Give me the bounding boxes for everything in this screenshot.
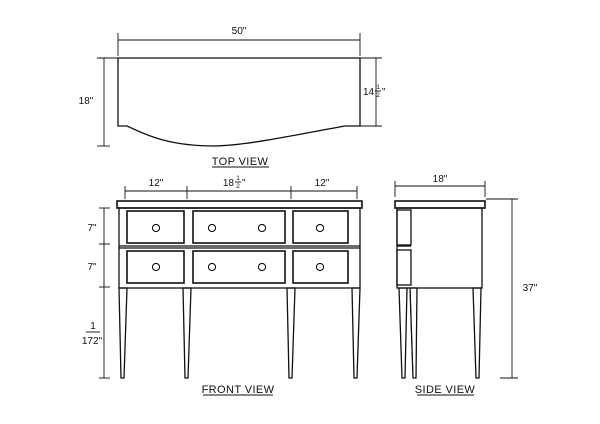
side-height-label: 37" xyxy=(523,283,538,294)
drawer-top-center xyxy=(192,210,286,244)
knob-bottom-center-left xyxy=(207,262,217,272)
side-leg-back xyxy=(472,287,482,379)
top-side-depth-den: 2 xyxy=(376,92,380,99)
side-drawer-front-lower xyxy=(396,249,412,286)
front-leg-4 xyxy=(351,287,361,379)
front-leg-height-rest: 172" xyxy=(82,336,103,347)
front-lower-drawer-height: 7" xyxy=(87,262,97,273)
front-leg-2 xyxy=(182,287,192,379)
side-depth-label: 18" xyxy=(433,174,448,185)
top-view-title: TOP VIEW xyxy=(212,156,269,168)
side-view-title: SIDE VIEW xyxy=(415,384,476,396)
knob-bottom-right xyxy=(315,262,325,272)
side-leg-front-rear xyxy=(409,287,418,379)
front-view-title: FRONT VIEW xyxy=(202,384,275,396)
drawer-bottom-left xyxy=(126,250,185,284)
drawer-bottom-center xyxy=(192,250,286,284)
front-center-width-unit: " xyxy=(242,178,246,189)
tabletop-outline xyxy=(117,57,361,147)
knob-top-center-left xyxy=(207,223,217,233)
top-width-label: 50" xyxy=(232,26,247,37)
side-top-slab xyxy=(394,200,486,209)
front-center-width-whole: 18 xyxy=(223,178,235,189)
front-upper-drawer-height: 7" xyxy=(87,223,97,234)
drawer-bottom-right xyxy=(292,250,349,284)
drawer-top-right xyxy=(292,210,349,244)
knob-top-center-right xyxy=(257,223,267,233)
knob-bottom-left xyxy=(151,262,161,272)
front-right-width-label: 12" xyxy=(315,178,330,189)
drawer-top-left xyxy=(126,210,185,244)
front-left-width-label: 12" xyxy=(149,178,164,189)
side-view: 18" 37" SIDE VIEW xyxy=(394,174,538,396)
top-side-depth-unit: " xyxy=(382,87,386,98)
top-view: 50" 18" 14 1 2 " TOP VIEW xyxy=(79,26,386,168)
knob-top-right xyxy=(315,223,325,233)
top-depth-label: 18" xyxy=(79,96,94,107)
side-leg-front xyxy=(398,287,408,379)
front-leg-1 xyxy=(118,287,128,379)
side-carcass xyxy=(396,207,483,289)
knob-top-left xyxy=(151,223,161,233)
front-center-width-den: 2 xyxy=(236,183,240,190)
front-leg-3 xyxy=(286,287,296,379)
front-center-width-num: 1 xyxy=(236,175,240,182)
front-top-slab xyxy=(116,200,363,209)
side-drawer-front-upper xyxy=(396,209,412,246)
front-leg-height-num: 1 xyxy=(90,321,96,332)
top-side-depth-whole: 14 xyxy=(363,87,375,98)
knob-bottom-center-right xyxy=(257,262,267,272)
front-view: 12" 18 1 2 " 12" 7" 7" 1 172" xyxy=(82,175,363,396)
top-side-depth-num: 1 xyxy=(376,84,380,91)
